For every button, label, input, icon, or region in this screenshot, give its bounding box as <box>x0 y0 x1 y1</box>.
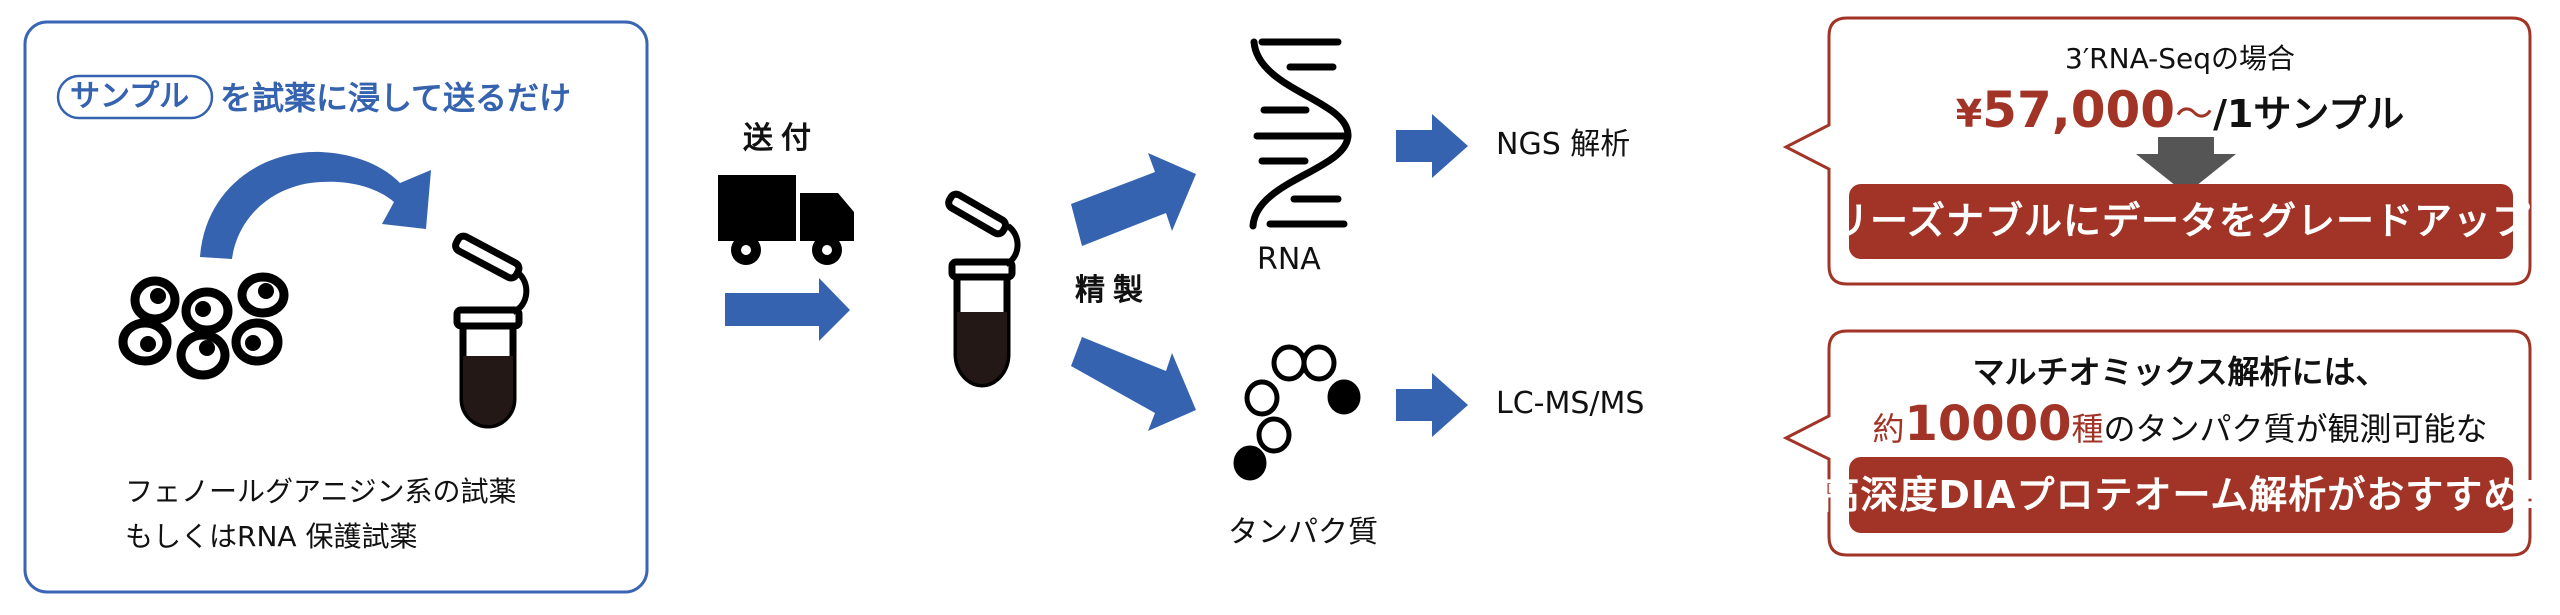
ngs-analysis-label: NGS 解析 <box>1496 127 1631 162</box>
sample-box-title: を試薬に浸して送るだけ <box>220 79 572 117</box>
rna-callout-heading: 3′RNA-Seqの場合 <box>2065 42 2295 75</box>
cells-icon <box>118 272 289 380</box>
count-suffix: 種 <box>2071 410 2104 448</box>
sample-pill-label: サンプル <box>70 79 190 114</box>
sample-tube-icon <box>452 232 530 429</box>
truck-icon <box>718 175 854 265</box>
price-tilde: 〜 <box>2175 92 2214 136</box>
purification-label: 精製 <box>1075 273 1151 308</box>
reagent-note-line1: フェノールグアニジン系の試薬 <box>125 475 517 508</box>
rna-label: RNA <box>1257 242 1321 277</box>
rna-callout-banner: リーズナブルにデータをグレードアップ <box>1830 199 2532 243</box>
sample-pill-frame <box>56 74 214 120</box>
rna-price: ¥57,000〜/1サンプル <box>1956 85 2405 135</box>
down-arrow-icon <box>2136 137 2236 194</box>
curved-arrow-icon <box>200 151 431 259</box>
count-prefix: 約 <box>1872 410 1905 448</box>
ship-arrow-icon <box>725 278 850 341</box>
count-value: 10000 <box>1904 396 2072 452</box>
cell-nuclei <box>140 283 274 356</box>
protein-label: タンパク質 <box>1228 515 1378 550</box>
price-value: 57,000 <box>1982 81 2176 139</box>
protein-count-line: 約10000種のタンパク質が観測可能な <box>1872 400 2487 448</box>
arrow-to-rna-icon <box>1071 153 1196 246</box>
protein-icon <box>1233 344 1361 481</box>
sample-box-frame <box>23 20 649 594</box>
arrow-to-ngs-icon <box>1396 114 1468 178</box>
arrow-to-protein-icon <box>1071 337 1196 431</box>
arrow-to-lcms-icon <box>1396 373 1468 437</box>
reagent-note-line2: もしくはRNA 保護試薬 <box>125 520 418 553</box>
rna-callout-banner-bg <box>1849 184 2513 259</box>
protein-callout-heading: マルチオミックス解析には、 <box>1972 353 2388 391</box>
protein-callout-banner-bg <box>1849 457 2513 533</box>
purified-tube-icon <box>945 190 1021 388</box>
shipping-label: 送付 <box>743 121 819 156</box>
count-rest: のタンパク質が観測可能な <box>2103 410 2488 448</box>
rna-strand-icon <box>1249 38 1352 230</box>
protein-callout-banner: 高深度DIAプロテオーム解析がおすすめ! <box>1821 473 2541 517</box>
lcms-analysis-label: LC-MS/MS <box>1496 386 1645 421</box>
price-unit: /1サンプル <box>2213 92 2405 136</box>
price-yen: ¥ <box>1955 92 1983 136</box>
